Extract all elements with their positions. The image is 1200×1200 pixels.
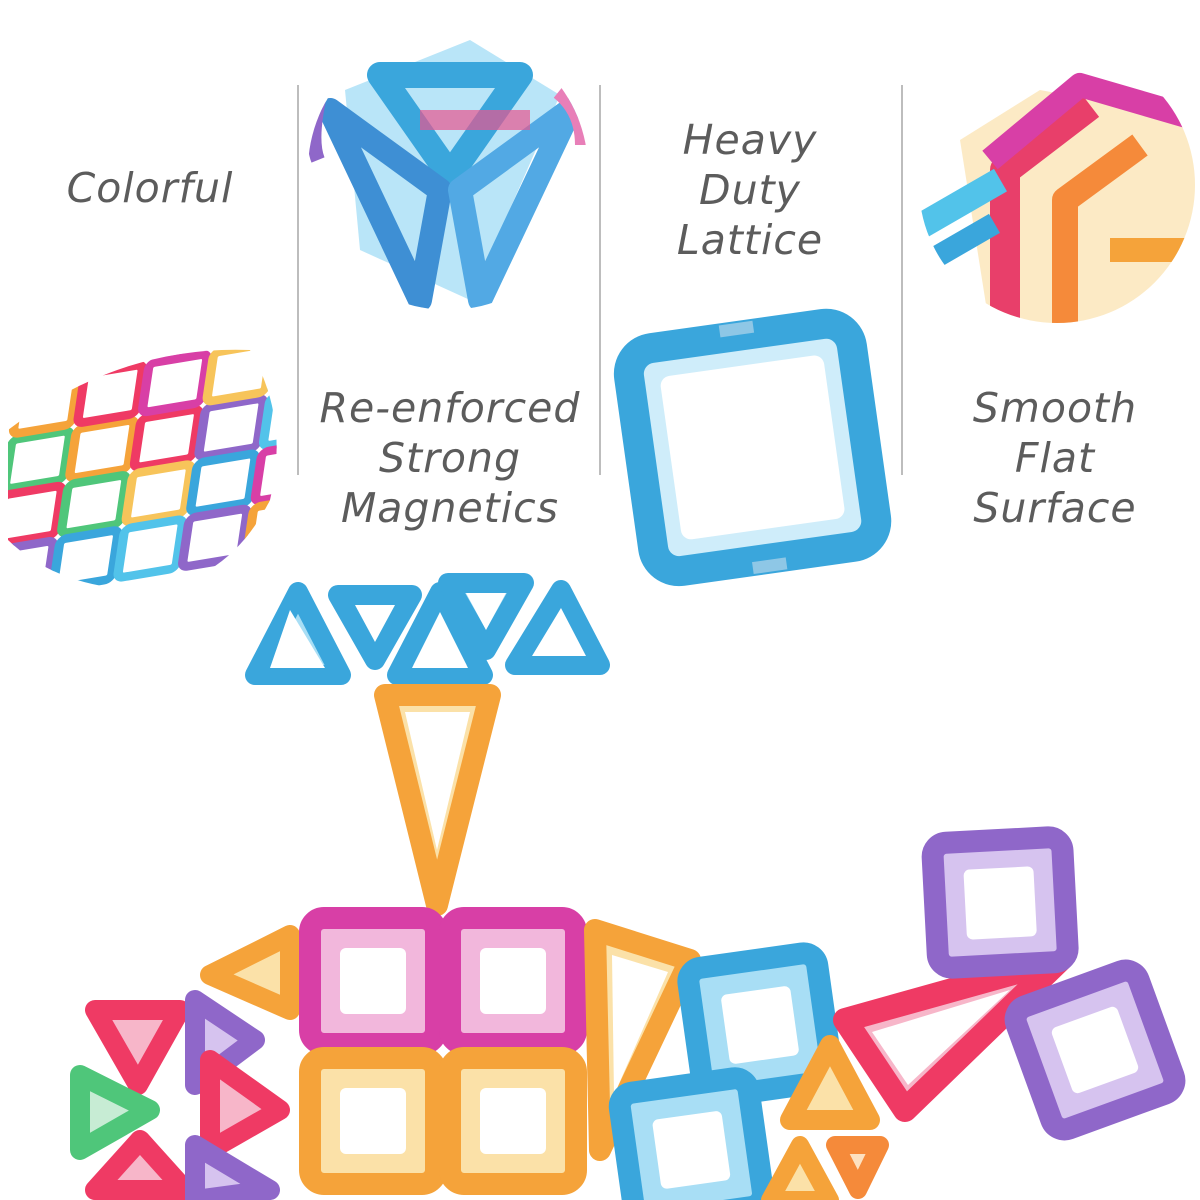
label-line: Flat	[1014, 434, 1096, 482]
feature-label-colorful: Colorful	[30, 163, 270, 213]
square-closeup-image	[919, 47, 1195, 323]
column-divider	[297, 85, 299, 475]
triangle-canopy	[245, 573, 610, 685]
feature-label-re-enforced-strong-magnetics: Re-enforced Strong Magnetics	[300, 383, 600, 533]
column-divider	[901, 85, 903, 475]
label-line: Duty	[699, 166, 801, 214]
blue-square-tile	[613, 308, 892, 587]
whale-body-tiles	[70, 826, 1186, 1200]
label-line: Strong	[378, 434, 522, 482]
orange-trunk-triangle	[374, 684, 501, 916]
label-line: Surface	[973, 484, 1137, 532]
triangle-closeup-image	[308, 30, 588, 310]
feature-label-heavy-duty-lattice: Heavy Duty Lattice	[630, 115, 870, 265]
label-line: Smooth	[972, 384, 1138, 432]
label-line: Lattice	[676, 216, 824, 264]
label-line: Magnetics	[340, 484, 560, 532]
tile-grid-image	[8, 349, 277, 590]
feature-label-smooth-flat-surface: Smooth Flat Surface	[935, 383, 1175, 533]
label-line: Heavy	[682, 116, 818, 164]
column-divider	[599, 85, 601, 475]
label-line: Re-enforced	[319, 384, 581, 432]
label-line: Colorful	[66, 164, 234, 212]
